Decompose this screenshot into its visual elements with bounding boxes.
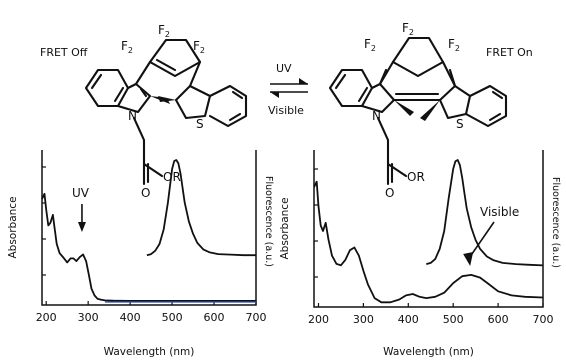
y-axis-label-left: Absorbance	[279, 197, 291, 259]
x-tick-label: 700	[246, 311, 267, 324]
sulfur-atom-closed: S	[456, 117, 464, 131]
fluorescence-curve	[146, 159, 256, 257]
substituent-f2-top-closed: F	[402, 21, 409, 35]
svg-text:F2: F2	[402, 21, 414, 37]
y-axis-label-right: Fluorescence (a.u.)	[550, 177, 561, 268]
visible-annotation-label: Visible	[480, 205, 519, 219]
svg-text:F2: F2	[448, 37, 460, 53]
svg-text:F2: F2	[193, 39, 205, 55]
right-molecule: F2 F2 F2 N S O OR FRET On	[328, 21, 533, 200]
x-tick-label: 400	[398, 313, 419, 326]
visible-arrow-label: Visible	[268, 104, 304, 117]
nitrogen-atom-closed: N	[372, 109, 381, 123]
x-tick-label: 700	[533, 313, 554, 326]
visible-annotation-arrowhead	[463, 252, 474, 266]
photoswitch-arrows: UV Visible	[268, 62, 308, 117]
x-tick-label: 600	[204, 311, 225, 324]
x-tick-label: 500	[443, 313, 464, 326]
x-tick-label: 300	[78, 311, 99, 324]
svg-text:F2: F2	[121, 39, 133, 55]
substituent-f2-left: F	[121, 39, 128, 53]
x-tick-label: 200	[36, 311, 57, 324]
visible-annotation-arrow	[468, 221, 495, 259]
y-axis-label-left: Absorbance	[7, 196, 19, 258]
x-tick-label: 300	[353, 313, 374, 326]
x-tick-label: 200	[308, 313, 329, 326]
left-molecule: F2 F2 F2 N S O OR FRET Off	[40, 23, 248, 200]
absorbance-curve	[313, 180, 544, 304]
x-tick-label: 400	[120, 311, 141, 324]
substituent-f2-left-closed: F	[364, 37, 371, 51]
carbonyl-oxygen: O	[141, 186, 150, 200]
fret-off-label: FRET Off	[40, 46, 88, 59]
fluorescence-curve	[426, 159, 544, 267]
svg-text:F2: F2	[158, 23, 170, 39]
x-axis-label: Wavelength (nm)	[104, 346, 195, 358]
nitrogen-atom: N	[128, 109, 137, 123]
substituent-f2-top: F	[158, 23, 165, 37]
axes-frame	[313, 150, 544, 308]
absorbance-curve	[41, 192, 256, 302]
x-tick-label: 500	[162, 311, 183, 324]
svg-text:F2: F2	[364, 37, 376, 53]
uv-annotation-label: UV	[72, 186, 90, 200]
uv-annotation-arrowhead	[77, 222, 86, 232]
carbonyl-oxygen-closed: O	[385, 186, 394, 200]
y-axis-label-right: Fluorescence (a.u.)	[263, 176, 274, 267]
sulfur-atom: S	[196, 117, 204, 131]
x-tick-label: 600	[488, 313, 509, 326]
axes-frame	[41, 150, 257, 306]
x-axis-label: Wavelength (nm)	[383, 346, 474, 358]
fret-on-label: FRET On	[486, 46, 533, 59]
ester-group-closed: OR	[407, 170, 425, 184]
substituent-f2-right-closed: F	[448, 37, 455, 51]
uv-arrow-label: UV	[276, 62, 292, 75]
substituent-f2-right: F	[193, 39, 200, 53]
